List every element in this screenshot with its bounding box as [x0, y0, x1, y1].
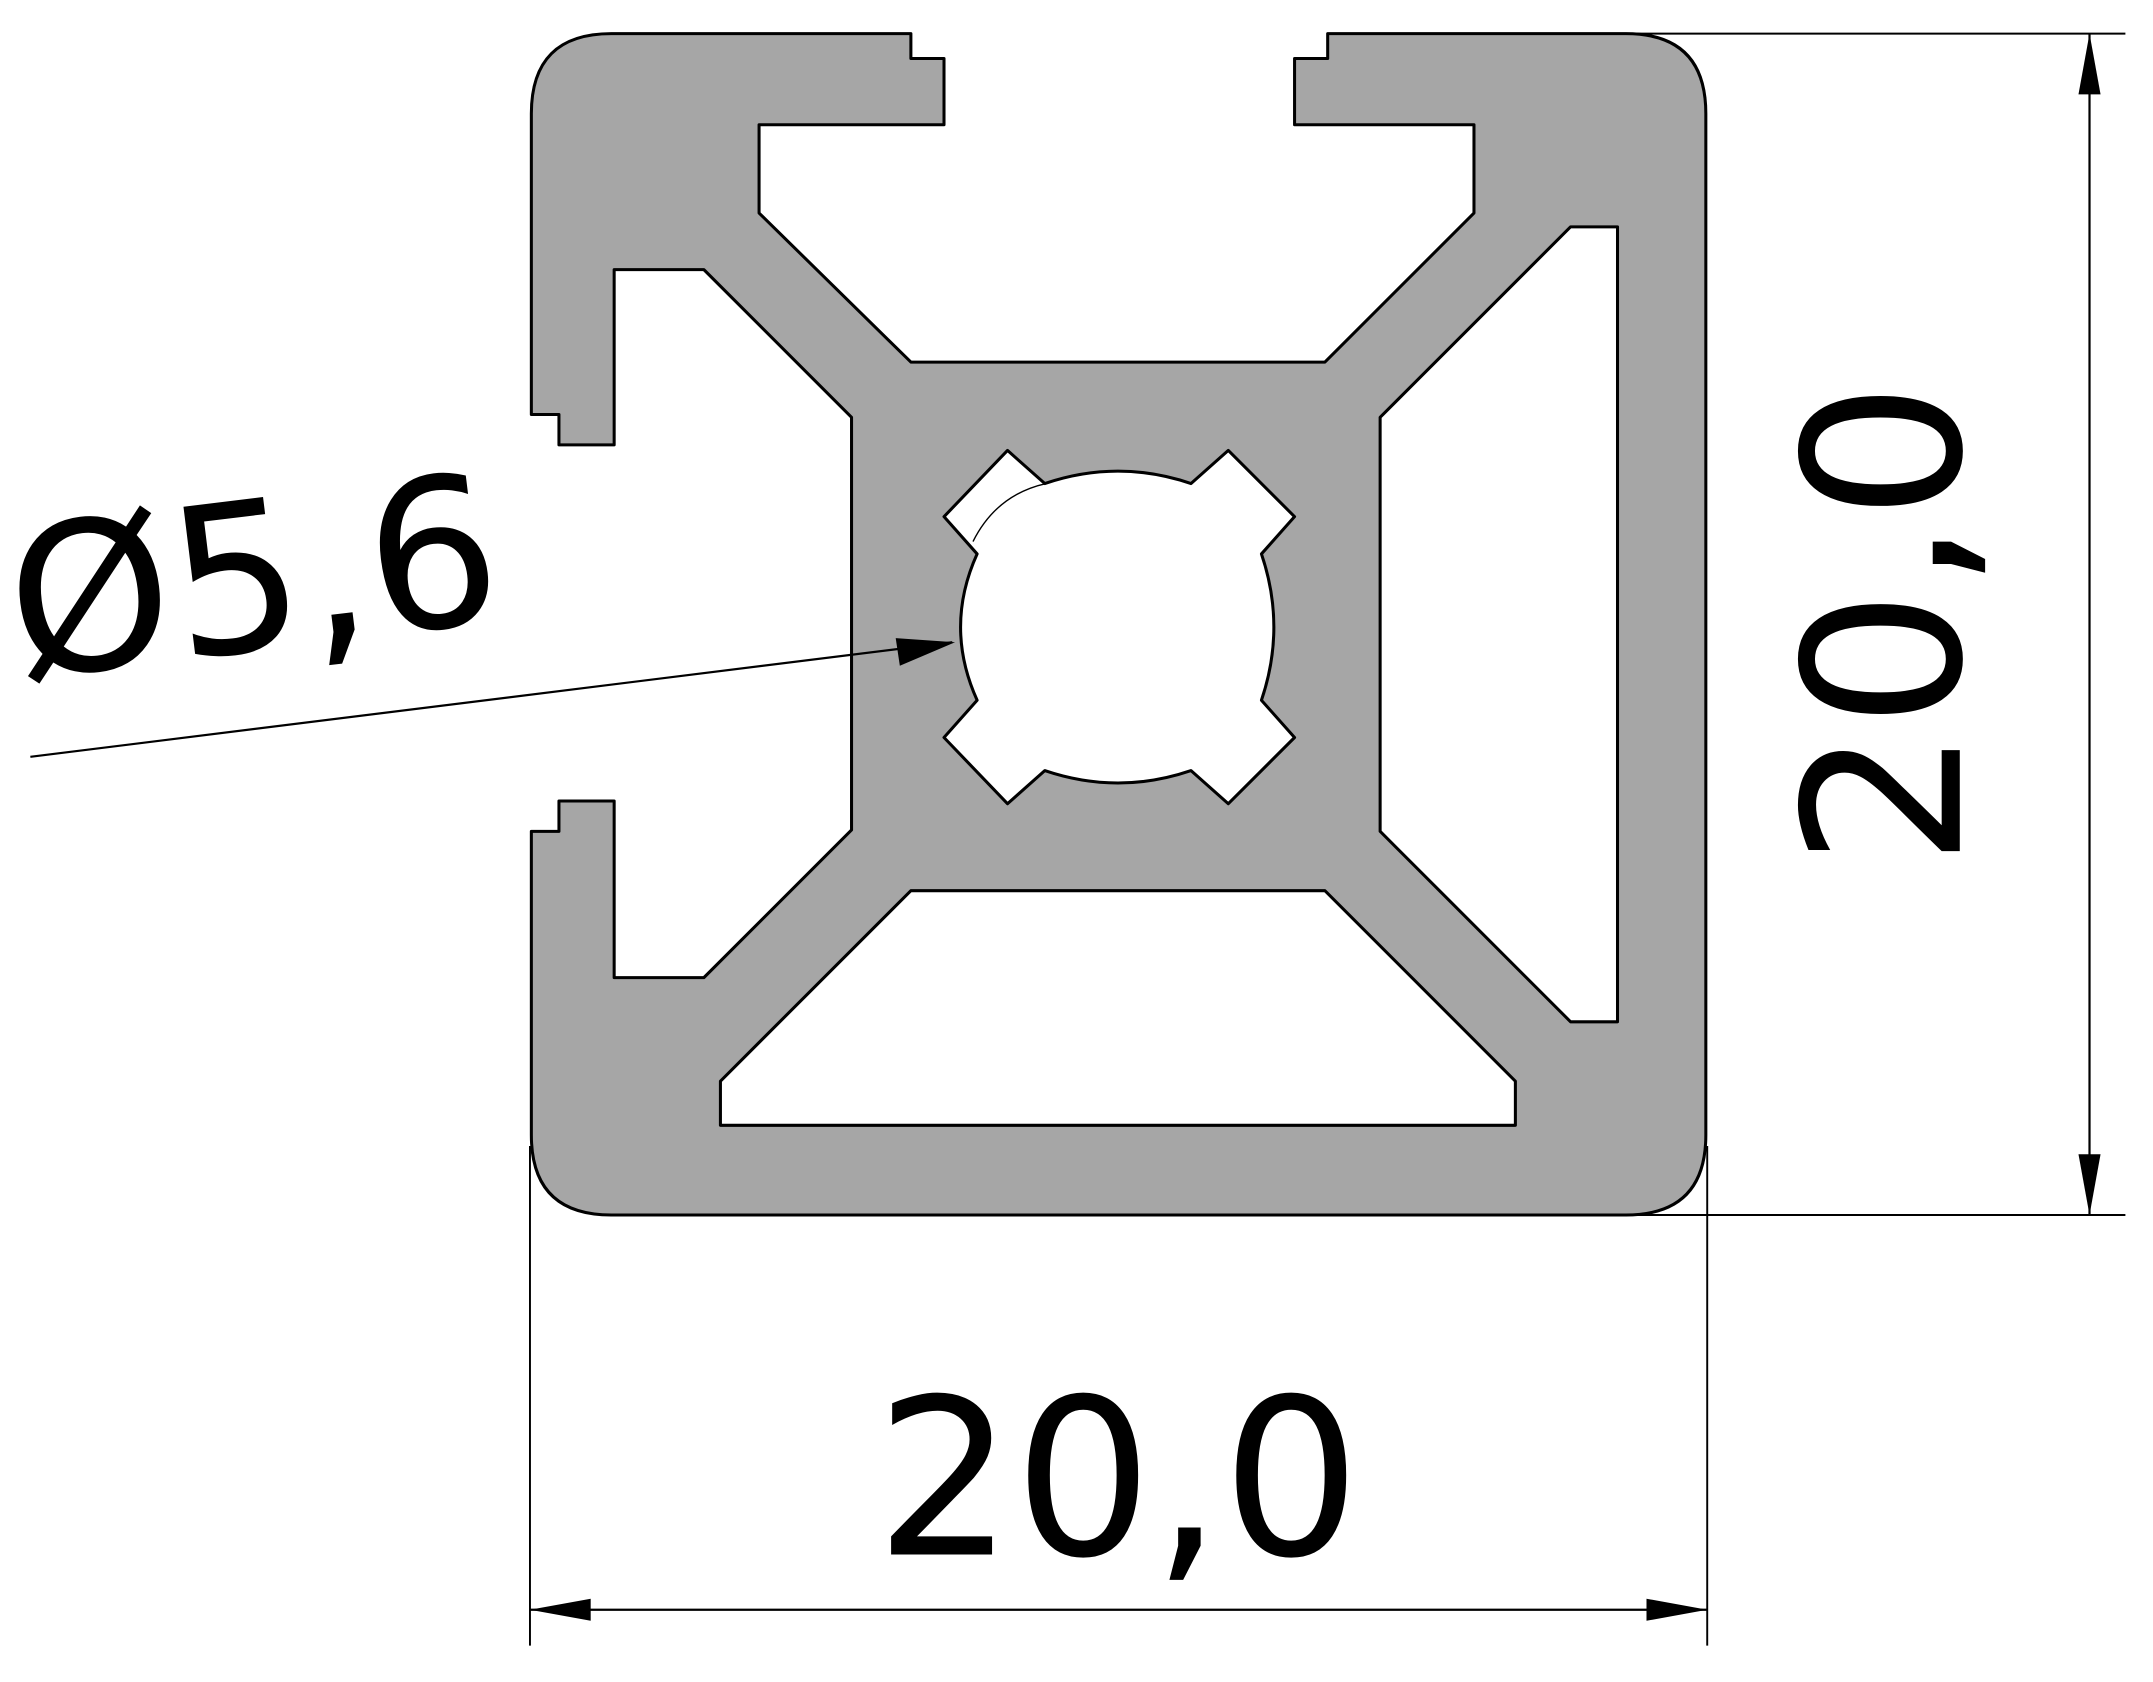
width-arrow-right [1646, 1598, 1708, 1621]
height-dimension-label: 20,0 [1759, 382, 2012, 868]
width-arrow-left [529, 1598, 591, 1621]
width-dimension-label: 20,0 [875, 1354, 1361, 1607]
height-arrow-top [2078, 33, 2101, 95]
height-arrow-bottom [2078, 1154, 2101, 1216]
bore-highlight-arc [972, 482, 1047, 542]
center-bore [942, 448, 1297, 806]
bore-diameter-label: Ø5,6 [0, 429, 512, 728]
diameter-leader-arrow [895, 638, 956, 666]
diameter-leader-line [30, 641, 953, 758]
